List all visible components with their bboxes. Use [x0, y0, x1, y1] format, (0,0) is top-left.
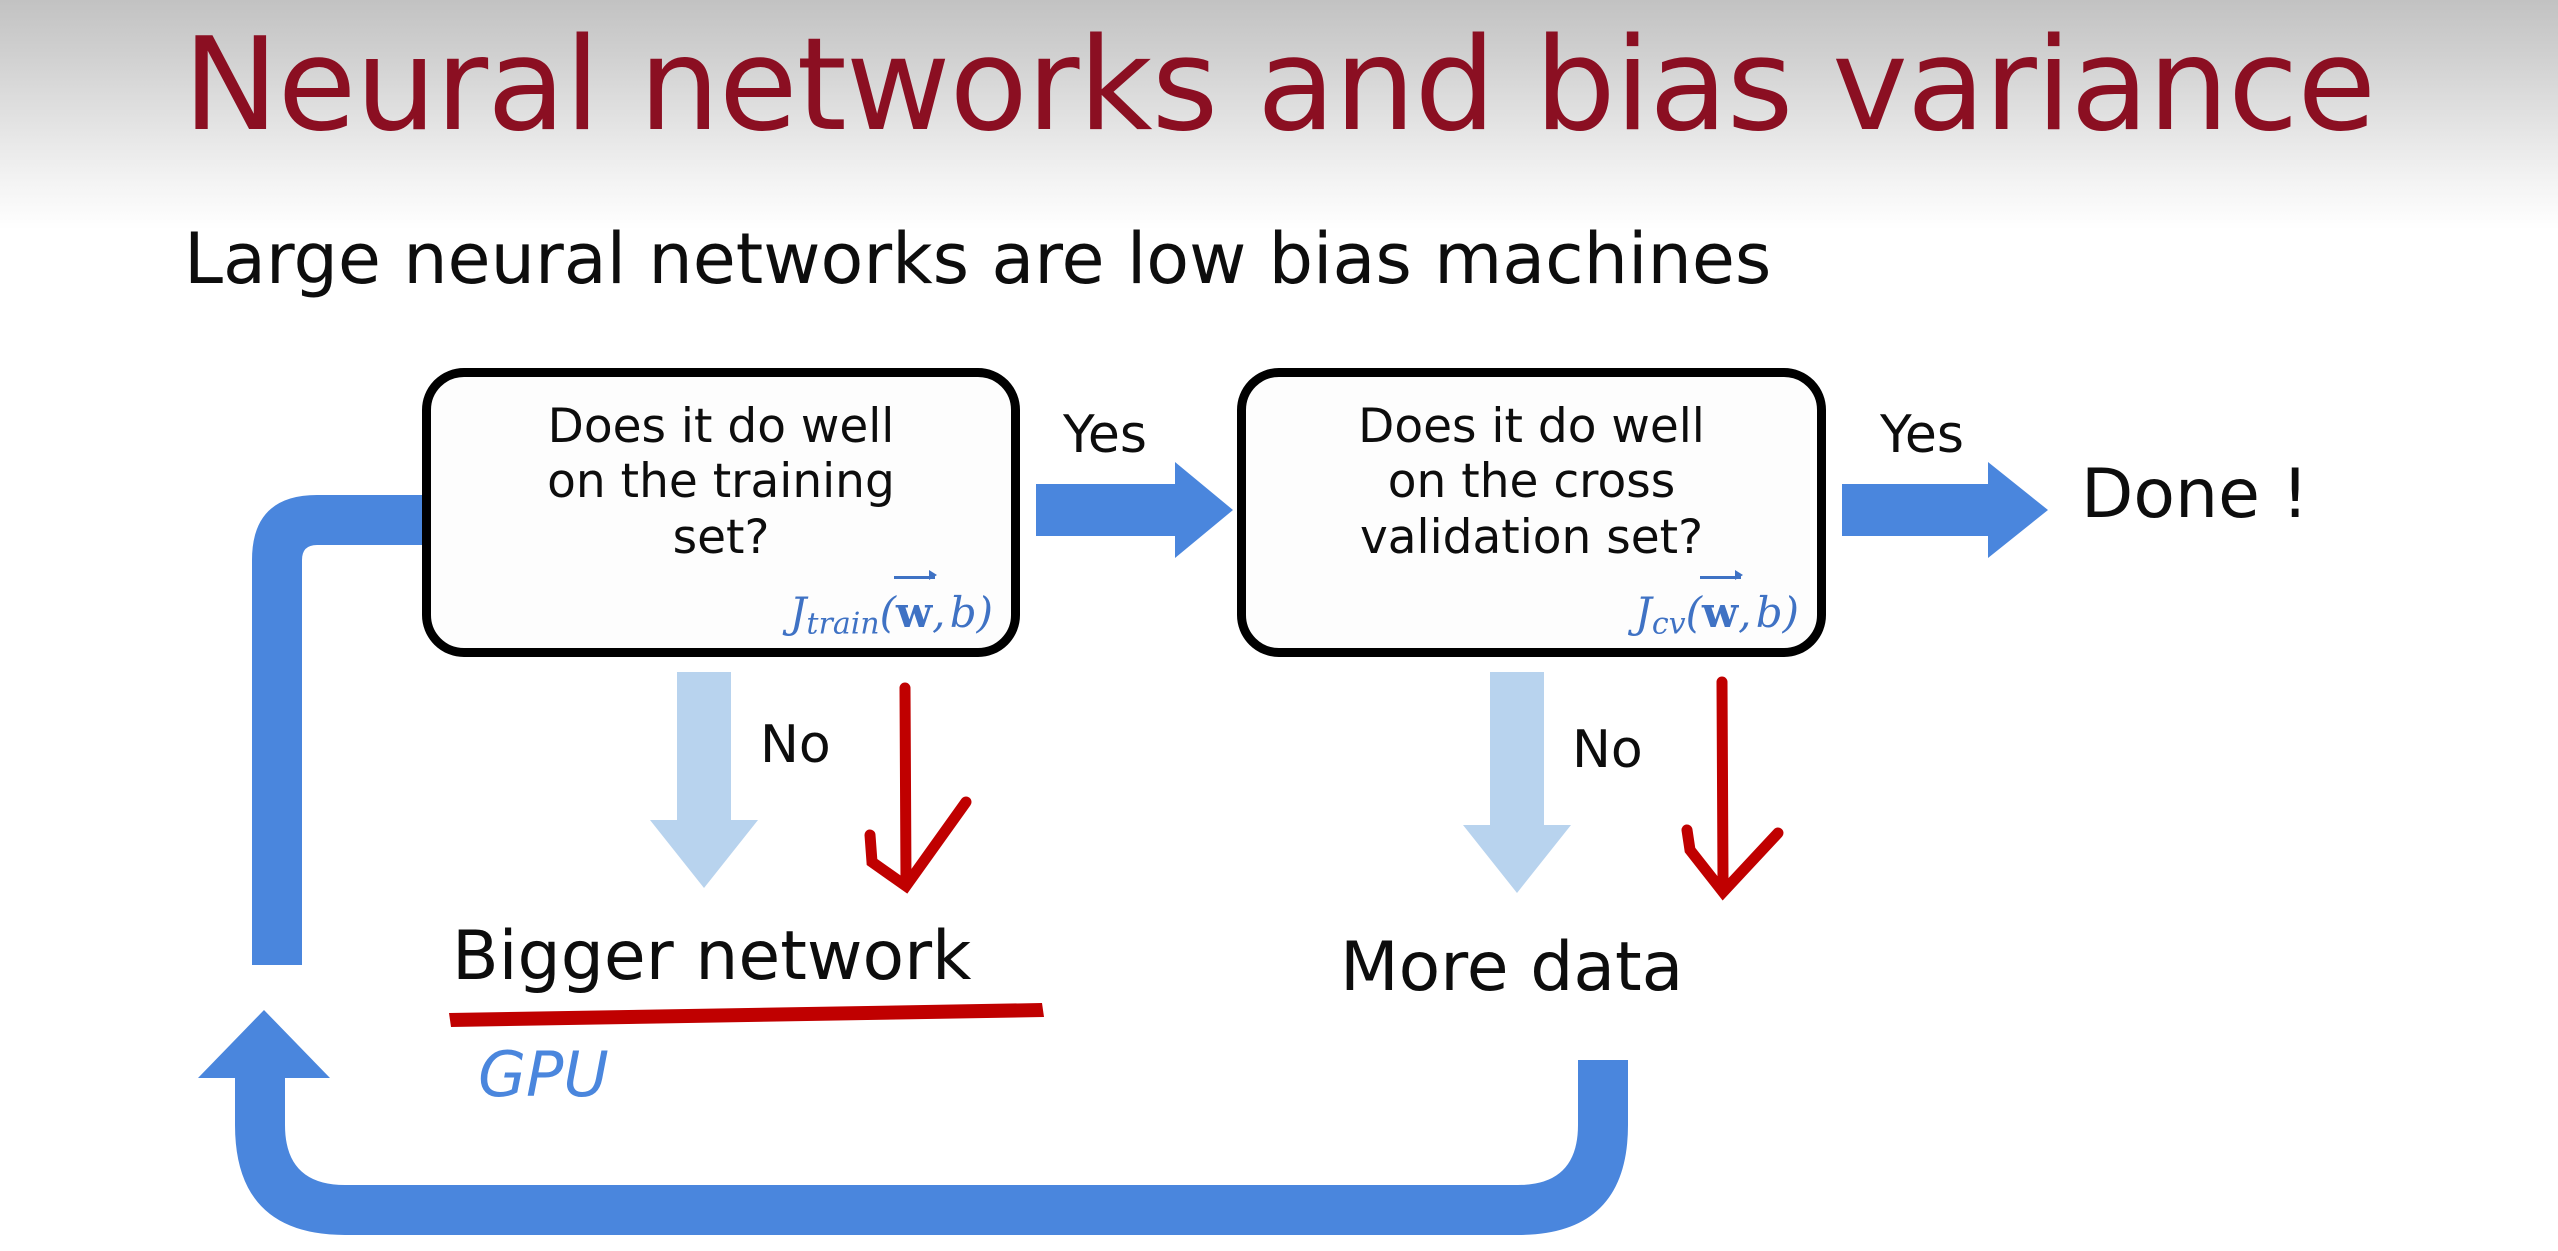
formula-paren-close: )	[976, 588, 993, 638]
edge-label-no-train: No	[760, 715, 831, 775]
annotation-gpu: GPU	[478, 1038, 609, 1111]
formula-comma: ,	[932, 588, 946, 638]
formula-paren-open: (	[1685, 588, 1703, 638]
formula-comma: ,	[1738, 588, 1752, 638]
annotation-red-arrow-train	[864, 682, 972, 894]
decision-box-training-set[interactable]: Does it do well on the training set? Jtr…	[422, 368, 1020, 657]
formula-subscript: cv	[1651, 607, 1686, 642]
formula-vector-w: w	[894, 569, 938, 638]
page-subtitle: Large neural networks are low bias machi…	[184, 218, 1772, 300]
annotation-red-underline-bigger-network	[449, 1003, 1044, 1027]
outcome-bigger-network: Bigger network	[452, 917, 972, 996]
formula-paren-close: )	[1782, 588, 1799, 638]
page-title: Neural networks and bias variance	[182, 11, 2376, 160]
background-gradient	[0, 0, 2558, 230]
outcome-done: Done !	[2081, 455, 2309, 534]
arrow-yes-train-to-cv	[1036, 462, 1233, 558]
edge-label-no-cv: No	[1572, 720, 1643, 780]
cost-function-formula-train: Jtrain(w, b)	[789, 569, 993, 642]
edge-label-yes-train-to-cv: Yes	[1063, 405, 1147, 465]
formula-subscript: train	[806, 607, 880, 642]
edge-label-yes-cv-to-done: Yes	[1880, 405, 1964, 465]
formula-b-symbol: b	[1755, 588, 1783, 638]
formula-vector-w: w	[1700, 569, 1744, 638]
decision-box-cross-validation-set[interactable]: Does it do well on the cross validation …	[1237, 368, 1826, 657]
formula-b-symbol: b	[949, 588, 977, 638]
decision-box-question-cv: Does it do well on the cross validation …	[1358, 399, 1705, 565]
formula-j-symbol: J	[1635, 588, 1652, 638]
arrow-no-train	[650, 672, 758, 888]
formula-paren-open: (	[879, 588, 897, 638]
annotation-red-arrow-cv	[1681, 676, 1784, 901]
arrow-yes-cv-to-done	[1842, 462, 2048, 558]
cost-function-formula-cv: Jcv(w, b)	[1635, 569, 1799, 642]
formula-j-symbol: J	[789, 588, 807, 638]
decision-box-question-training: Does it do well on the training set?	[547, 399, 895, 565]
outcome-more-data: More data	[1340, 928, 1684, 1007]
arrow-loop-bottom-rail	[198, 1010, 1628, 1235]
arrow-no-cv	[1463, 672, 1571, 893]
